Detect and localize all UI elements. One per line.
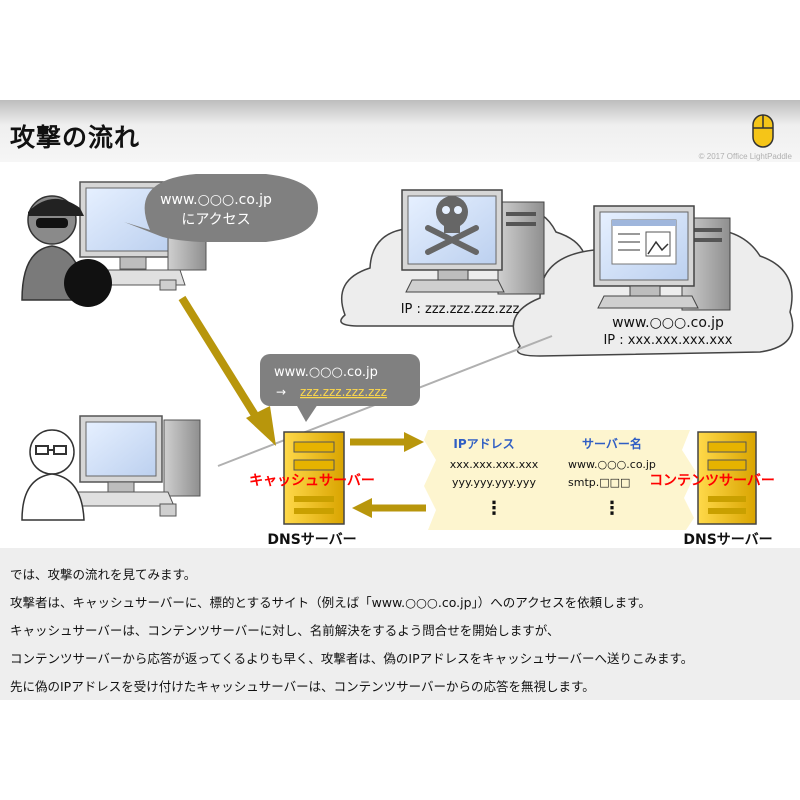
cache-server-label: キャッシュサーバー	[249, 473, 375, 489]
content-dns-server	[697, 431, 757, 525]
query-arrow	[350, 432, 424, 452]
caption-line-2: 攻撃者は、キャッシュサーバーに、標的とするサイト（例えば「www.○○○.co.…	[10, 595, 651, 610]
dns-label-left: DNSサーバー	[267, 532, 356, 548]
dns-label-right: DNSサーバー	[683, 532, 772, 548]
caption-line-3: キャッシュサーバーは、コンテンツサーバーに対し、名前解決をするよう問合せを開始し…	[10, 623, 560, 638]
cache-dns-server: キャッシュサーバー DNSサーバー	[249, 431, 375, 548]
page-title: 攻撃の流れ	[10, 123, 141, 152]
real-server-domain: www.○○○.co.jp	[612, 315, 724, 331]
bubble-request-line2: にアクセス	[181, 212, 250, 228]
caption-panel: では、攻撃の流れを見てみます。 攻撃者は、キャッシュサーバーに、標的とするサイト…	[0, 548, 800, 700]
attacker-request-bubble: www.○○○.co.jp にアクセス	[124, 174, 318, 242]
caption-line-1: では、攻撃の流れを見てみます。	[10, 567, 197, 582]
spoof-bubble: www.○○○.co.jp → zzz.zzz.zzz.zzz	[260, 354, 420, 422]
table-cell: yyy.yyy.yyy.yyy	[452, 476, 536, 489]
fake-server: IP : zzz.zzz.zzz.zzz	[401, 189, 545, 317]
spoof-ip: zzz.zzz.zzz.zzz	[300, 385, 387, 399]
table-ellipsis: ⋮	[603, 498, 621, 519]
spoof-arrow: →	[276, 385, 286, 399]
victim-figure	[21, 415, 201, 521]
dns-record-table: IPアドレス サーバー名 xxx.xxx.xxx.xxx www.○○○.co.…	[424, 430, 696, 530]
header-bar: 攻撃の流れ © 2017 Office LightPaddle	[0, 100, 800, 162]
skull-icon	[425, 196, 479, 255]
table-cell: smtp.□□□	[568, 476, 630, 489]
table-header-server: サーバー名	[582, 436, 642, 451]
caption-line-4: コンテンツサーバーから応答が返ってくるよりも早く、攻撃者は、偽のIPアドレスをキ…	[10, 651, 694, 666]
spoof-line1: www.○○○.co.jp	[274, 365, 378, 380]
mouse-icon	[752, 114, 774, 148]
slide: 攻撃の流れ © 2017 Office LightPaddle	[0, 100, 800, 700]
webpage-icon	[611, 219, 677, 265]
copyright-text: © 2017 Office LightPaddle	[698, 152, 792, 161]
attack-diagram: www.○○○.co.jp にアクセス	[21, 174, 794, 548]
caption-line-5: 先に偽のIPアドレスを受け付けたキャッシュサーバーは、コンテンツサーバーからの応…	[10, 679, 595, 694]
content-server-label: コンテンツサーバー	[649, 473, 775, 489]
real-server-ip: IP : xxx.xxx.xxx.xxx	[603, 333, 732, 348]
attacker-to-cache-arrow	[178, 295, 276, 446]
table-ellipsis: ⋮	[485, 498, 503, 519]
table-cell: xxx.xxx.xxx.xxx	[450, 458, 539, 471]
table-cell: www.○○○.co.jp	[568, 458, 656, 471]
bubble-request-line1: www.○○○.co.jp	[160, 192, 272, 208]
real-server: www.○○○.co.jp IP : xxx.xxx.xxx.xxx	[593, 205, 733, 348]
response-arrow	[352, 498, 426, 518]
fake-server-ip: IP : zzz.zzz.zzz.zzz	[401, 302, 520, 317]
table-header-ip: IPアドレス	[453, 437, 514, 451]
